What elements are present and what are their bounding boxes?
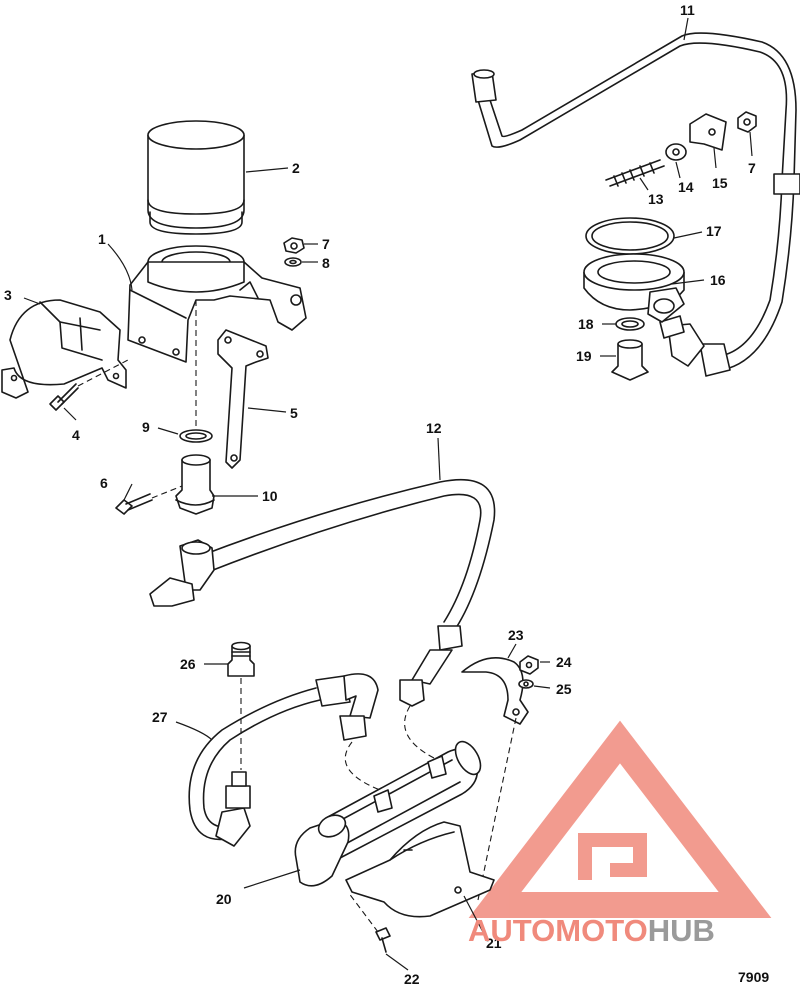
- bolt-6: [115, 493, 153, 515]
- fitting-10: [175, 454, 215, 515]
- watermark-text: AUTOMOTOHUB: [468, 913, 715, 949]
- fitting-19: [611, 339, 649, 381]
- callout-18: 18: [578, 316, 594, 332]
- callout-9: 9: [142, 419, 150, 435]
- nut-7-upper: [283, 237, 305, 254]
- align-line-hose12-cooler: [404, 705, 435, 759]
- callout-26: 26: [180, 656, 196, 672]
- screw-22: [375, 927, 391, 953]
- callout-22: 22: [404, 971, 420, 987]
- align-line-clamp23: [477, 717, 517, 901]
- nut-7-right: [737, 111, 757, 133]
- callout-19: 19: [576, 348, 592, 364]
- callout-15: 15: [712, 175, 728, 191]
- filter-base-16: [583, 253, 685, 323]
- nut-24: [519, 655, 539, 675]
- watermark-text-part2: HUB: [647, 913, 715, 948]
- o-ring-18: [615, 317, 645, 331]
- o-ring-17: [585, 217, 675, 255]
- clamp-15: [689, 113, 727, 151]
- o-ring-9: [179, 429, 213, 443]
- washer-25: [518, 679, 534, 689]
- align-line-bolt-bracket: [151, 485, 183, 499]
- callout-27: 27: [152, 709, 168, 725]
- callout-24: 24: [556, 654, 572, 670]
- align-line-screw22: [347, 891, 379, 933]
- filter-bracket: [127, 245, 307, 363]
- callout-3: 3: [4, 287, 12, 303]
- figure-number: 7909: [738, 969, 769, 985]
- callout-17: 17: [706, 223, 722, 239]
- strap-clamp: [1, 299, 127, 399]
- fitting-26: [227, 641, 255, 677]
- callout-12: 12: [426, 420, 442, 436]
- align-line-hose27-cooler: [344, 741, 381, 791]
- callout-4: 4: [72, 427, 80, 443]
- clamp-23: [461, 656, 529, 725]
- callout-11: 11: [680, 2, 695, 18]
- callout-8: 8: [322, 255, 330, 271]
- watermark-text-part1: AUTOMOTO: [468, 913, 648, 948]
- callout-13: 13: [648, 191, 664, 207]
- stud-13: [605, 159, 665, 187]
- hose-11: [471, 32, 800, 377]
- callout-20: 20: [216, 891, 232, 907]
- callouts: 1 2 3 4 5 6 7 7 8 9 10 11 12 13 14 15 16…: [4, 2, 769, 987]
- fuel-cooler-20: [294, 740, 482, 887]
- callout-7-upper: 7: [322, 236, 330, 252]
- callout-16: 16: [710, 272, 726, 288]
- bolt-4: [49, 383, 79, 411]
- brace-5: [217, 329, 269, 469]
- hose-12: [149, 478, 496, 707]
- callout-5: 5: [290, 405, 298, 421]
- washer-14: [665, 143, 687, 161]
- callout-23: 23: [508, 627, 524, 643]
- callout-7-right: 7: [748, 160, 756, 176]
- watermark-logo: [468, 720, 772, 918]
- filter-canister: [147, 120, 245, 235]
- cradle-bracket-21: [345, 821, 495, 918]
- callout-10: 10: [262, 488, 278, 504]
- washer-8: [284, 257, 302, 267]
- hose-27: [188, 673, 379, 847]
- callout-21: 21: [486, 935, 502, 951]
- callout-1: 1: [98, 231, 106, 247]
- callout-25: 25: [556, 681, 572, 697]
- leader-lines: [23, 17, 753, 971]
- callout-2: 2: [292, 160, 300, 176]
- callout-6: 6: [100, 475, 108, 491]
- callout-14: 14: [678, 179, 694, 195]
